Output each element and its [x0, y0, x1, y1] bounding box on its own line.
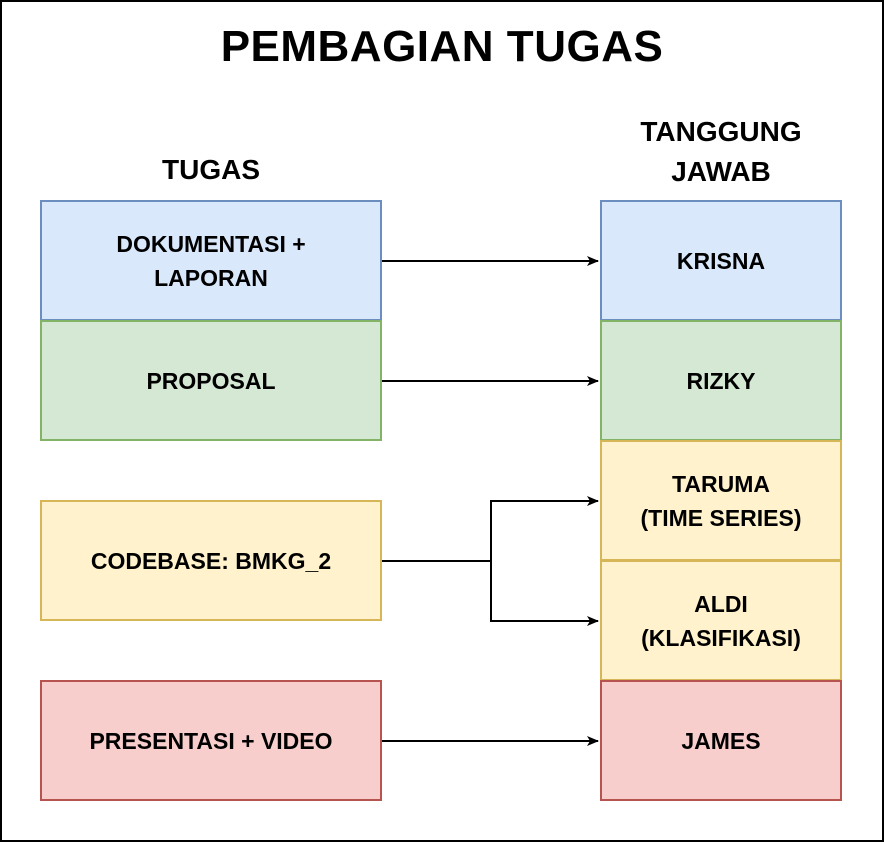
task-codebase: CODEBASE: BMKG_2: [40, 500, 382, 621]
assignee-james: JAMES: [600, 680, 842, 801]
assignee-taruma: TARUMA (TIME SERIES): [600, 440, 842, 561]
assignee-krisna: KRISNA: [600, 200, 842, 321]
assignee-rizky: RIZKY: [600, 320, 842, 441]
header-tanggung-jawab: TANGGUNG JAWAB: [640, 116, 802, 187]
header-tugas: TUGAS: [162, 154, 260, 185]
task-proposal: PROPOSAL: [40, 320, 382, 441]
task-presentasi-video: PRESENTASI + VIDEO: [40, 680, 382, 801]
diagram-title: PEMBAGIAN TUGAS: [220, 22, 664, 71]
task-dokumentasi-laporan: DOKUMENTASI + LAPORAN: [40, 200, 382, 321]
assignee-aldi: ALDI (KLASIFIKASI): [600, 560, 842, 681]
